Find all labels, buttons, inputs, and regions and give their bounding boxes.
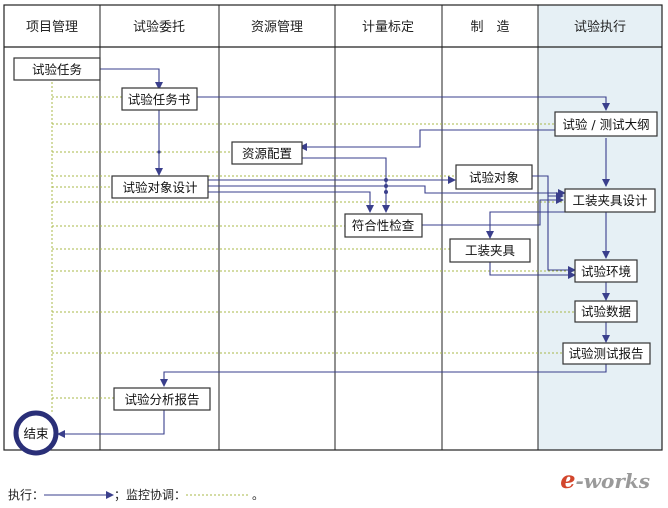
box-test-env-label: 试验环境	[581, 264, 631, 279]
box-test-task: 试验任务	[13, 57, 101, 81]
arrow-fixture-design-to-fixture	[486, 211, 590, 239]
box-fixture-design: 工装夹具设计	[564, 188, 656, 213]
box-fixture-design-label: 工装夹具设计	[572, 193, 647, 208]
legend-execute-line	[44, 490, 115, 499]
box-test-data: 试验数据	[574, 300, 638, 323]
diagram-frame	[3, 4, 663, 451]
box-object-design: 试验对象设计	[111, 175, 209, 199]
lane-header-manufacturing: 制 造	[470, 20, 509, 35]
end-terminator: 结束	[13, 410, 59, 456]
legend-monitor-label: ；监控协调：	[114, 488, 187, 502]
arrow-design-to-fixture-design	[208, 185, 566, 197]
box-test-outline-label: 试验 / 测试大纲	[562, 117, 649, 132]
arrow-design-to-check	[208, 191, 374, 213]
lane-header-resource-mgmt: 资源管理	[251, 20, 303, 35]
lane-header-project-mgmt: 项目管理	[26, 20, 78, 35]
box-task-book: 试验任务书	[121, 87, 198, 111]
box-test-env: 试验环境	[574, 259, 638, 283]
arrow-object-to-env	[547, 190, 576, 274]
box-analysis-report: 试验分析报告	[113, 387, 211, 411]
arrow-resource-to-check	[300, 157, 390, 213]
eworks-logo: e-works	[560, 465, 650, 494]
box-test-report: 试验测试报告	[562, 342, 651, 365]
exec-lane-background	[538, 5, 662, 450]
arrow-outline-to-resource	[299, 129, 556, 151]
legend-monitor-line	[186, 494, 251, 495]
arrow-fixture-to-env	[489, 262, 576, 279]
box-analysis-report-label: 试验分析报告	[124, 392, 199, 407]
junction-dots	[157, 150, 388, 194]
box-test-object: 试验对象	[455, 164, 533, 190]
box-test-outline: 试验 / 测试大纲	[554, 111, 658, 137]
arrow-analysis-to-end	[57, 410, 165, 438]
box-test-task-label: 试验任务	[32, 62, 82, 77]
box-fixture: 工装夹具	[449, 238, 531, 263]
legend-execute-label: 执行：	[8, 488, 45, 502]
arrow-object-to-fixture-design	[532, 175, 564, 200]
end-label: 结束	[23, 426, 49, 441]
box-task-book-label: 试验任务书	[128, 92, 191, 107]
box-test-data-label: 试验数据	[581, 304, 631, 319]
box-object-design-label: 试验对象设计	[122, 180, 197, 195]
box-test-object-label: 试验对象	[469, 170, 519, 185]
arrow-task-to-taskbook	[100, 68, 163, 90]
box-resource-config: 资源配置	[231, 141, 303, 165]
legend: 执行： ；监控协调： 。	[8, 486, 264, 503]
lane-header-test-execution: 试验执行	[574, 19, 626, 35]
box-conformity-check: 符合性检查	[344, 213, 423, 238]
arrow-report-to-analysis	[160, 364, 607, 387]
lane-header-calibration: 计量标定	[362, 20, 414, 35]
box-test-report-label: 试验测试报告	[568, 346, 643, 361]
lane-header-test-commission: 试验委托	[133, 19, 185, 35]
arrow-taskbook-to-outline	[197, 96, 610, 111]
legend-end-mark: 。	[252, 488, 265, 502]
box-resource-config-label: 资源配置	[242, 146, 292, 161]
box-fixture-label: 工装夹具	[465, 243, 516, 258]
box-conformity-check-label: 符合性检查	[352, 218, 415, 233]
monitor-lines	[51, 82, 574, 412]
